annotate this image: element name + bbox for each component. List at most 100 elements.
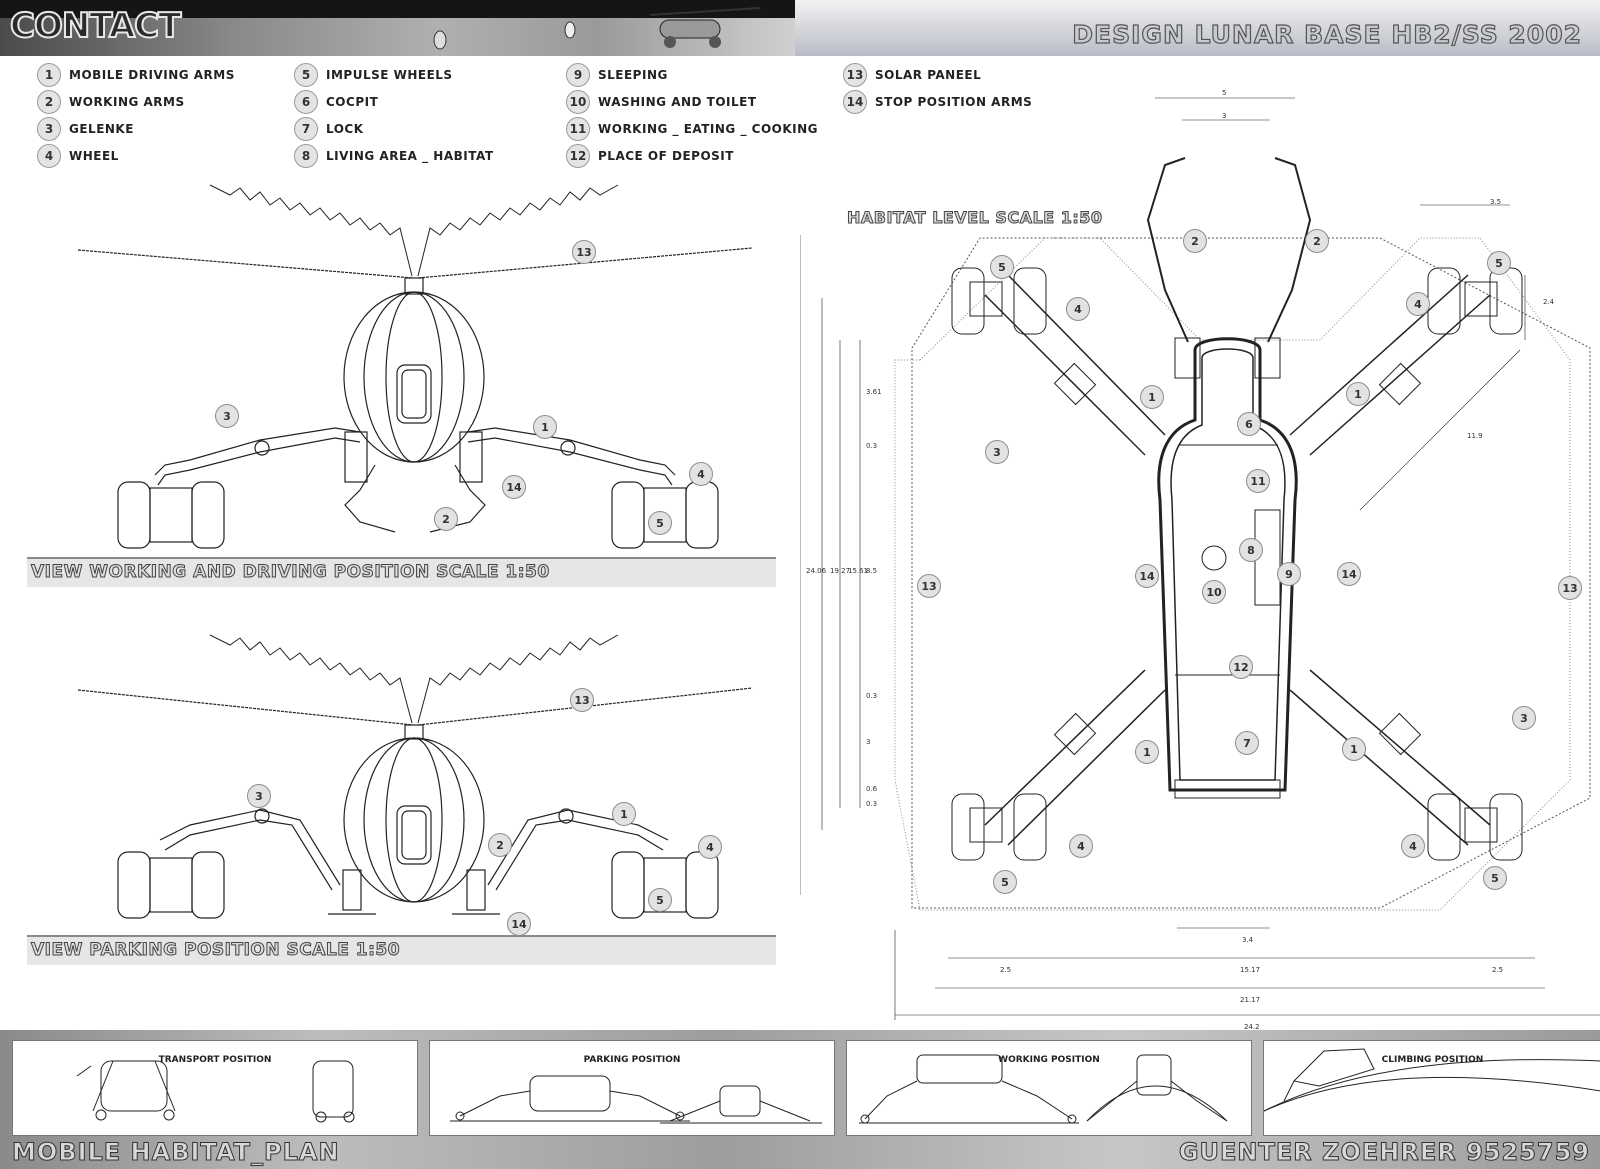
callout-impulse-wheels: 5	[648, 888, 672, 912]
dimension-label: 0.3	[866, 692, 878, 700]
dimension-label: 2.4	[1543, 298, 1555, 306]
working-view-label: VIEW WORKING AND DRIVING POSITION SCALE …	[31, 562, 550, 583]
legend-label: WORKING ARMS	[69, 95, 185, 109]
transport-position-sketch	[76, 1060, 355, 1123]
callout-living-area: 8	[1239, 538, 1263, 562]
header-sky	[0, 0, 795, 18]
callout-driving-arms: 1	[612, 802, 636, 826]
footer-author: GUENTER ZOEHRER 9525759	[1178, 1138, 1590, 1167]
dimension-label: 15.61	[848, 567, 869, 575]
legend-number: 11	[566, 117, 590, 141]
legend-number: 1	[37, 63, 61, 87]
callout-impulse-wheels: 5	[990, 255, 1014, 279]
legend-number: 12	[566, 144, 590, 168]
callout-stop-arms: 14	[502, 475, 526, 499]
panel-title: PARKING POSITION	[583, 1055, 681, 1065]
header-moon-photo	[0, 0, 795, 56]
legend-number: 5	[294, 63, 318, 87]
logo: CONTACT	[9, 5, 182, 47]
legend-item: 5 IMPULSE WHEELS	[294, 63, 453, 87]
legend-item: 11 WORKING _ EATING _ COOKING	[566, 117, 818, 141]
parking-view-label-bar: VIEW PARKING POSITION SCALE 1:50	[27, 935, 776, 965]
footer-plan-title: MOBILE HABITAT_PLAN	[12, 1138, 340, 1167]
legend-label: SOLAR PANEEL	[875, 68, 982, 82]
callout-impulse-wheels: 5	[1487, 251, 1511, 275]
callout-deposit: 12	[1229, 655, 1253, 679]
panel-title: WORKING POSITION	[998, 1055, 1100, 1065]
callout-gelenke: 3	[215, 404, 239, 428]
working-position-panel: WORKING POSITION	[846, 1040, 1252, 1136]
dimension-label: 3	[866, 738, 871, 746]
climbing-position-sketch	[1264, 1048, 1600, 1112]
callout-working-eating: 11	[1246, 469, 1270, 493]
legend-number: 10	[566, 90, 590, 114]
legend-label: COCPIT	[326, 95, 379, 109]
working-view-label-bar: VIEW WORKING AND DRIVING POSITION SCALE …	[27, 557, 776, 587]
legend-number: 4	[37, 144, 61, 168]
legend-number: 8	[294, 144, 318, 168]
legend-number: 6	[294, 90, 318, 114]
callout-wheel: 4	[1069, 834, 1093, 858]
legend-number: 13	[843, 63, 867, 87]
callout-gelenke: 3	[247, 784, 271, 808]
callout-wheel: 4	[698, 835, 722, 859]
legend-number: 3	[37, 117, 61, 141]
callout-cockpit: 6	[1237, 412, 1261, 436]
legend-label: WORKING _ EATING _ COOKING	[598, 122, 819, 136]
callout-solar-panel: 13	[1558, 576, 1582, 600]
dimension-label: 19.27	[830, 567, 851, 575]
legend-label: LOCK	[326, 122, 364, 136]
callout-solar-panel: 13	[917, 574, 941, 598]
callout-sleeping: 9	[1277, 562, 1301, 586]
legend-item: 13 SOLAR PANEEL	[843, 63, 981, 87]
header-rover-sketch	[433, 7, 761, 50]
dimension-label: 3.4	[1242, 936, 1254, 944]
parking-position-sketch	[450, 1075, 822, 1124]
dimension-label: 8.5	[866, 567, 878, 575]
dimension-label: 24.2	[1244, 1023, 1260, 1031]
callout-wheel: 4	[1401, 834, 1425, 858]
dimension-label: 2.5	[1000, 966, 1012, 974]
callout-lock: 7	[1235, 731, 1259, 755]
transport-position-panel: TRANSPORT POSITION	[12, 1040, 418, 1136]
parking-position-panel: PARKING POSITION	[429, 1040, 835, 1136]
dimension-label: 11.9	[1467, 432, 1483, 440]
callout-impulse-wheels: 5	[1483, 866, 1507, 890]
legend-label: MOBILE DRIVING ARMS	[69, 68, 235, 82]
legend-label: IMPULSE WHEELS	[326, 68, 453, 82]
legend-label: GELENKE	[69, 122, 134, 136]
callout-gelenke: 3	[1512, 706, 1536, 730]
legend-number: 9	[566, 63, 590, 87]
legend-number: 7	[294, 117, 318, 141]
dimension-label: 0.3	[866, 442, 878, 450]
dimension-label: 21.17	[1240, 996, 1261, 1004]
working-view-drawing	[77, 184, 753, 549]
legend-item: 7 LOCK	[294, 117, 364, 141]
callout-stop-arms: 14	[1135, 564, 1159, 588]
callout-impulse-wheels: 5	[993, 870, 1017, 894]
callout-stop-arms: 14	[1337, 562, 1361, 586]
habitat-plan-drawing	[800, 97, 1600, 1020]
legend-item: 1 MOBILE DRIVING ARMS	[37, 63, 235, 87]
working-position-sketch	[859, 1054, 1228, 1124]
callout-driving-arms: 1	[1342, 737, 1366, 761]
page-title: DESIGN LUNAR BASE HB2/SS 2002	[1072, 19, 1582, 49]
legend-label: STOP POSITION ARMS	[875, 95, 1033, 109]
dimension-label: 5	[1222, 89, 1227, 97]
climbing-position-panel: CLIMBING POSITION	[1263, 1040, 1600, 1136]
habitat-plan-title: HABITAT LEVEL SCALE 1:50	[847, 208, 1103, 228]
dimension-label: 2.5	[1492, 966, 1504, 974]
callout-gelenke: 3	[985, 440, 1009, 464]
legend-label: SLEEPING	[598, 68, 668, 82]
callout-wheel: 4	[1406, 292, 1430, 316]
dimension-label: 3.5	[1490, 198, 1502, 206]
header-bar: CONTACT DESIGN LUNAR BASE HB2/SS 2002	[0, 0, 1600, 56]
callout-driving-arms: 1	[1346, 382, 1370, 406]
callout-working-arms: 2	[1305, 229, 1329, 253]
dimension-label: 3	[1222, 112, 1227, 120]
